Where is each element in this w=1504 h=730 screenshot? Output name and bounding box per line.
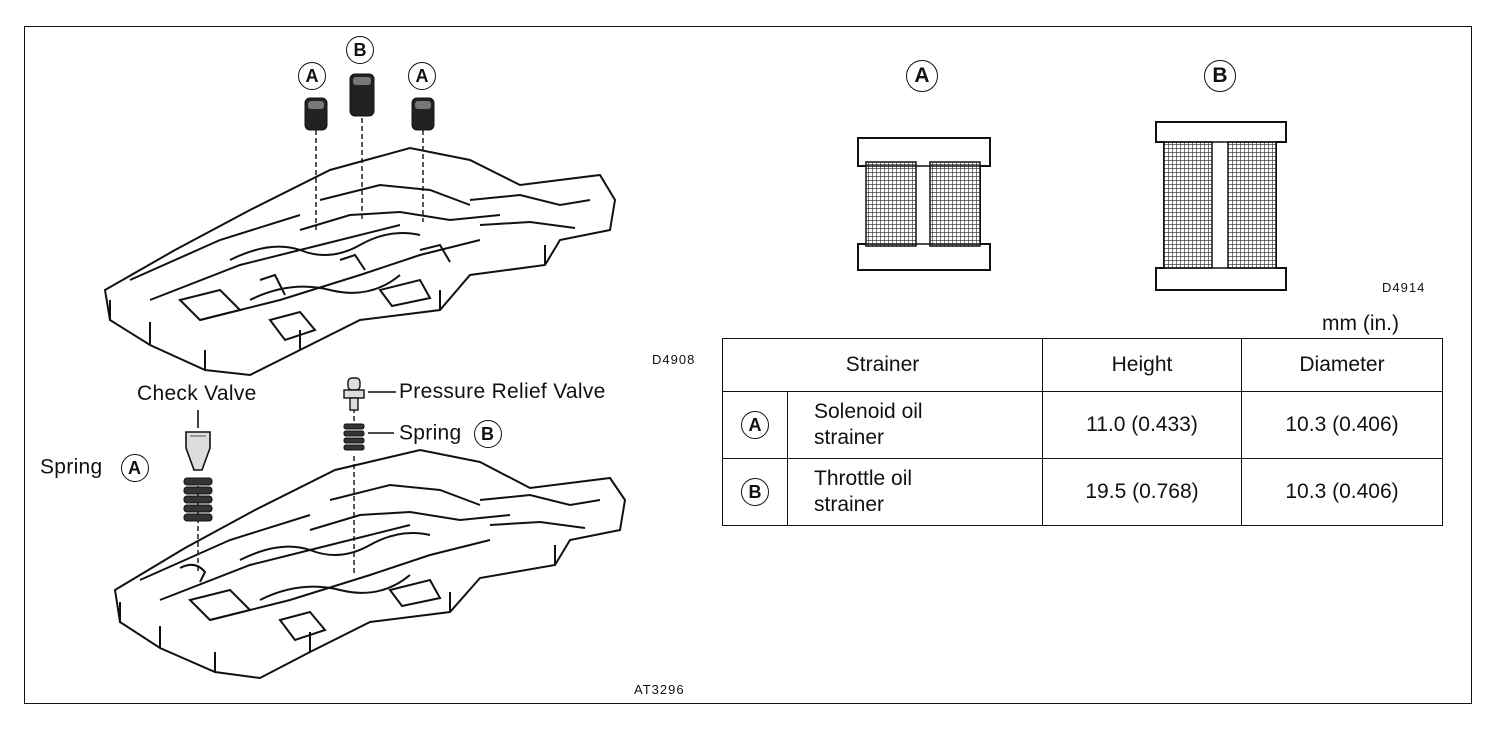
- circled-letter-b: B: [346, 36, 374, 64]
- row-symbol-cell: A: [722, 391, 788, 459]
- spring-a-label: Spring A: [40, 454, 149, 482]
- strainer-b-label: B: [1204, 60, 1236, 92]
- upper-label-b: B: [346, 36, 374, 64]
- spring-b-text: Spring: [399, 421, 462, 445]
- strainer-spec-table: Strainer Height Diameter A Solenoid oil …: [722, 338, 1443, 526]
- figure-code-d4908: D4908: [652, 352, 696, 367]
- row-height-cell: 19.5 (0.768): [1042, 458, 1242, 526]
- units-label: mm (in.): [1322, 312, 1399, 335]
- row-name-cell: Solenoid oil strainer: [787, 391, 1043, 459]
- strainer-a-right-part: [411, 97, 435, 131]
- circled-letter-b: B: [741, 478, 769, 506]
- strainer-b-drawing: [1155, 121, 1287, 291]
- spring-a-part: [183, 477, 213, 522]
- upper-label-a-right: A: [408, 62, 436, 90]
- header-height: Height: [1042, 338, 1242, 392]
- pressure-relief-valve-part: [343, 377, 365, 411]
- table-row: B Throttle oil strainer 19.5 (0.768) 10.…: [722, 458, 1443, 526]
- header-strainer: Strainer: [722, 338, 1043, 392]
- circled-letter-a: A: [298, 62, 326, 90]
- row-diameter-cell: 10.3 (0.406): [1241, 458, 1443, 526]
- table-header-row: Strainer Height Diameter: [722, 338, 1443, 392]
- pressure-relief-valve-label: Pressure Relief Valve: [399, 380, 606, 403]
- circled-letter-a: A: [906, 60, 938, 92]
- circled-letter-b: B: [1204, 60, 1236, 92]
- spring-a-text: Spring: [40, 455, 103, 479]
- upper-valve-body-drawing: [103, 146, 617, 377]
- row-diameter-cell: 10.3 (0.406): [1241, 391, 1443, 459]
- check-valve-part: [185, 431, 211, 471]
- row-symbol-cell: B: [722, 458, 788, 526]
- strainer-a-label: A: [906, 60, 938, 92]
- row-name-line1: Throttle oil: [814, 467, 913, 490]
- figure-frame: [24, 26, 1472, 704]
- header-diameter: Diameter: [1241, 338, 1443, 392]
- row-name-line2: strainer: [814, 426, 885, 449]
- circled-letter-a: A: [120, 454, 149, 482]
- strainer-a-left-part: [304, 97, 328, 131]
- circled-letter-a: A: [408, 62, 436, 90]
- figure-code-d4914: D4914: [1382, 280, 1426, 295]
- strainer-a-drawing: [857, 137, 991, 271]
- row-name-line2: strainer: [814, 493, 885, 516]
- row-name-line1: Solenoid oil: [814, 400, 923, 423]
- table-row: A Solenoid oil strainer 11.0 (0.433) 10.…: [722, 391, 1443, 459]
- spring-b-label: Spring B: [399, 420, 502, 448]
- row-height-cell: 11.0 (0.433): [1042, 391, 1242, 459]
- check-valve-label: Check Valve: [137, 382, 257, 405]
- row-name-cell: Throttle oil strainer: [787, 458, 1043, 526]
- spring-b-part: [343, 423, 365, 451]
- circled-letter-b: B: [473, 420, 502, 448]
- lower-valve-body-drawing: [113, 448, 627, 680]
- circled-letter-a: A: [741, 411, 769, 439]
- figure-code-at3296: AT3296: [634, 682, 685, 697]
- strainer-b-part: [349, 73, 375, 117]
- upper-label-a-left: A: [298, 62, 326, 90]
